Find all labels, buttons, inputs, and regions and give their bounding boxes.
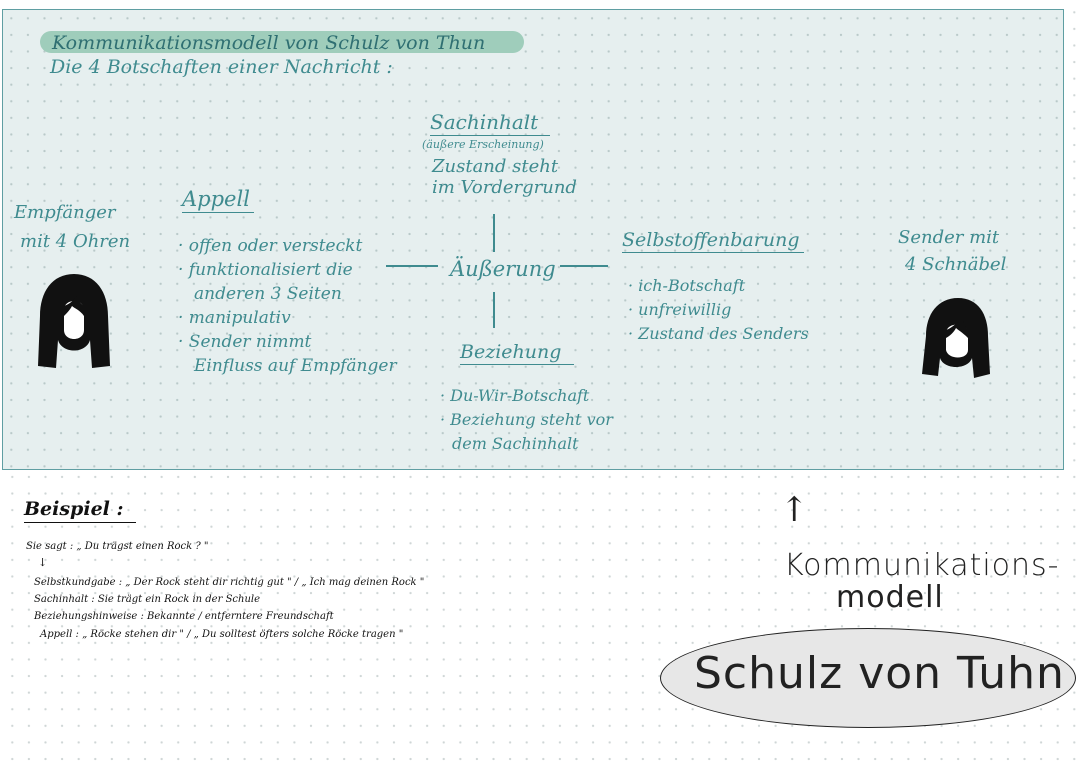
beziehung-item: · Du-Wir-Botschaft <box>440 386 590 405</box>
example-line: Sachinhalt : Sie trägt ein Rock in der S… <box>34 594 261 605</box>
example-line: Beziehungshinweise : Bekannte / entfernt… <box>34 611 334 622</box>
appell-item: · offen oder versteckt <box>178 236 363 256</box>
sender-label-1: Sender mit <box>898 227 1000 248</box>
page-title: Kommunikationsmodell von Schulz von Thun <box>52 32 486 54</box>
beziehung-heading: Beziehung <box>460 341 574 365</box>
connector-top <box>493 214 495 252</box>
page-subtitle: Die 4 Botschaften einer Nachricht : <box>50 56 393 78</box>
sachinhalt-heading: Sachinhalt <box>430 110 550 136</box>
caption-arrow-icon: ↑ <box>780 490 809 530</box>
selbstoffenbarung-item: · unfreiwillig <box>628 300 732 319</box>
sachinhalt-line-2: im Vordergrund <box>432 177 577 198</box>
title-oval <box>660 628 1076 728</box>
sender-label-2: 4 Schnäbel <box>905 254 1007 275</box>
selbstoffenbarung-item: · Zustand des Senders <box>628 324 809 343</box>
connector-right <box>560 265 608 267</box>
appell-item: · funktionalisiert die <box>178 260 353 280</box>
center-label: Äußerung <box>450 257 556 281</box>
appell-item: · Sender nimmt <box>178 332 312 352</box>
appell-list: · offen oder versteckt · funktionalisier… <box>178 234 397 378</box>
example-arrow-icon: ↓ <box>38 556 48 569</box>
appell-heading: Appell <box>182 187 254 213</box>
beziehung-list: · Du-Wir-Botschaft · Beziehung steht vor… <box>440 384 613 456</box>
beziehung-item: · Beziehung steht vor <box>440 410 613 429</box>
sender-portrait-icon <box>922 298 990 378</box>
receiver-portrait-icon <box>38 274 110 368</box>
model-panel <box>2 9 1064 470</box>
caption-line-2: modell <box>836 580 944 615</box>
appell-item: anderen 3 Seiten <box>194 284 342 304</box>
appell-item: Einfluss auf Empfänger <box>194 356 397 376</box>
title-highlight <box>40 31 524 53</box>
example-line: Appell : „ Röcke stehen dir " / „ Du sol… <box>40 629 404 640</box>
example-line: Selbstkundgabe : „ Der Rock steht dir ri… <box>34 577 425 588</box>
beziehung-item: dem Sachinhalt <box>452 434 579 453</box>
receiver-label-1: Empfänger <box>14 202 116 223</box>
selbstoffenbarung-list: · ich-Botschaft · unfreiwillig · Zustand… <box>628 274 809 346</box>
receiver-label-2: mit 4 Ohren <box>20 231 131 252</box>
example-quote: Sie sagt : „ Du trägst einen Rock ? " <box>26 541 209 552</box>
connector-left <box>386 265 438 267</box>
oval-text: Schulz von Tuhn <box>694 648 1065 699</box>
caption-line-1: Kommunikations- <box>784 548 1060 583</box>
example-heading: Beispiel : <box>24 498 136 523</box>
selbstoffenbarung-item: · ich-Botschaft <box>628 276 746 295</box>
sachinhalt-line-1: Zustand steht <box>432 156 559 177</box>
selbstoffenbarung-heading: Selbstoffenbarung <box>622 229 804 253</box>
appell-item: · manipulativ <box>178 308 291 328</box>
sachinhalt-sub: (äußere Erscheinung) <box>422 138 544 151</box>
connector-bottom <box>493 292 495 328</box>
